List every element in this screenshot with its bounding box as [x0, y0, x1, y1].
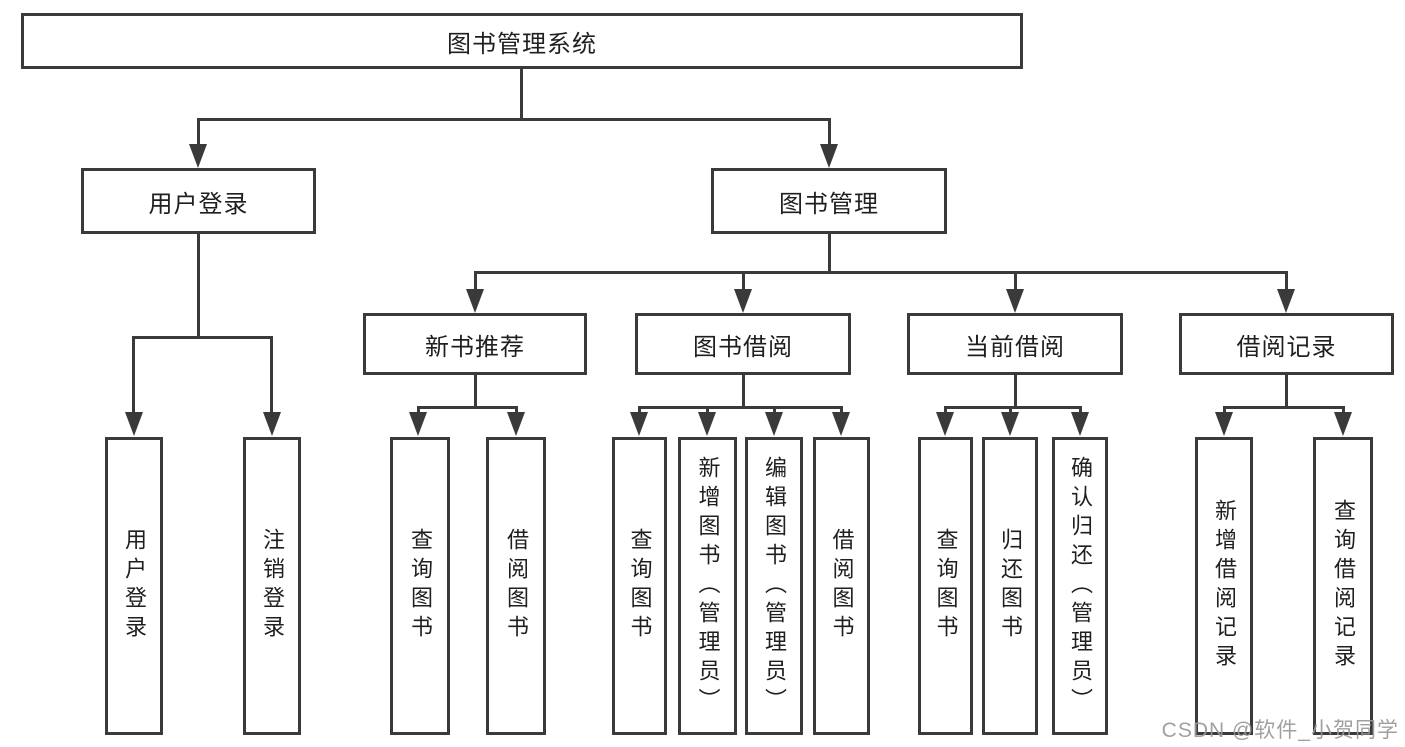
connector-stem-leaf — [638, 406, 641, 416]
connector-stem-current-borrow — [1014, 271, 1017, 291]
node-borrow-record: 借阅记录 — [1179, 313, 1394, 375]
connector-bus-level3 — [474, 271, 1288, 274]
node-new-book-recommend: 新书推荐 — [363, 313, 587, 375]
node-book-borrow: 图书借阅 — [635, 313, 851, 375]
leaf-query-borrow-record: 查询借阅记录 — [1313, 437, 1373, 735]
connector-userlogin-drop — [197, 234, 200, 336]
leaf-edit-book-admin: 编辑图书（管理员） — [745, 437, 803, 735]
connector-bus-book-borrow — [638, 406, 843, 409]
connector-stem-user-login — [197, 118, 200, 148]
connector-stem-leaf — [1009, 406, 1012, 416]
connector-bus-level2 — [197, 118, 831, 121]
connector-bus-current-borrow — [944, 406, 1082, 409]
leaf-confirm-return-admin: 确认归还（管理员） — [1052, 437, 1108, 735]
arrowhead-leaf — [1215, 412, 1233, 436]
connector-stub-new-book — [474, 375, 477, 409]
leaf-user-login: 用户登录 — [105, 437, 163, 735]
arrowhead-leaf-login — [125, 412, 143, 436]
node-user-login: 用户登录 — [81, 168, 316, 234]
arrowhead-leaf-logout — [263, 412, 281, 436]
arrowhead-current-borrow — [1006, 289, 1024, 313]
connector-stem-leaf-login — [132, 336, 135, 414]
arrowhead-user-login — [189, 144, 207, 168]
node-root: 图书管理系统 — [21, 13, 1023, 69]
node-root-label: 图书管理系统 — [447, 30, 597, 58]
connector-stub-current-borrow — [1014, 375, 1017, 409]
node-borrow-record-label: 借阅记录 — [1236, 333, 1337, 361]
arrowhead-leaf — [1001, 412, 1019, 436]
connector-root-drop — [520, 69, 523, 120]
leaf-borrow-book-recommend: 借阅图书 — [486, 437, 546, 735]
connector-stem-borrow-record — [1285, 271, 1288, 291]
node-book-management-label: 图书管理 — [779, 190, 879, 218]
connector-stem-leaf — [944, 406, 947, 416]
leaf-query-book-current: 查询图书 — [918, 437, 973, 735]
leaf-logout: 注销登录 — [243, 437, 301, 735]
arrowhead-book-mgmt — [820, 144, 838, 168]
connector-bus-borrow-record — [1223, 406, 1345, 409]
arrowhead-leaf — [507, 412, 525, 436]
node-current-borrow-label: 当前借阅 — [965, 333, 1065, 361]
arrowhead-leaf — [765, 412, 783, 436]
connector-bus-userlogin — [132, 336, 273, 339]
connector-stem-leaf — [515, 406, 518, 416]
csdn-watermark: CSDN @软件_小贺同学 — [1161, 719, 1399, 742]
leaf-query-book-borrow: 查询图书 — [612, 437, 667, 735]
arrowhead-borrow-record — [1277, 289, 1295, 313]
connector-stub-book-borrow — [742, 375, 745, 409]
connector-stem-new-book — [474, 271, 477, 291]
connector-stem-leaf — [1223, 406, 1226, 416]
connector-stem-book-borrow — [742, 271, 745, 291]
node-book-borrow-label: 图书借阅 — [693, 333, 793, 361]
leaf-return-book: 归还图书 — [982, 437, 1038, 735]
arrowhead-leaf — [1334, 412, 1352, 436]
node-user-login-label: 用户登录 — [148, 190, 249, 218]
node-current-borrow: 当前借阅 — [907, 313, 1123, 375]
node-book-management: 图书管理 — [711, 168, 947, 234]
connector-stem-leaf-logout — [270, 336, 273, 414]
connector-stem-leaf — [1079, 406, 1082, 416]
arrowhead-leaf — [630, 412, 648, 436]
arrowhead-book-borrow — [734, 289, 752, 313]
arrowhead-leaf — [698, 412, 716, 436]
connector-stem-leaf — [417, 406, 420, 416]
arrowhead-leaf — [1071, 412, 1089, 436]
arrowhead-leaf — [409, 412, 427, 436]
connector-stem-leaf — [706, 406, 709, 416]
connector-stem-leaf — [1342, 406, 1345, 416]
connector-stem-book-mgmt — [828, 118, 831, 148]
connector-stem-leaf — [773, 406, 776, 416]
node-new-book-recommend-label: 新书推荐 — [425, 333, 525, 361]
leaf-borrow-book: 借阅图书 — [813, 437, 870, 735]
connector-bus-new-book — [417, 406, 518, 409]
leaf-query-book-recommend: 查询图书 — [390, 437, 450, 735]
arrowhead-leaf — [832, 412, 850, 436]
connector-stem-leaf — [840, 406, 843, 416]
connector-bookmgmt-drop — [828, 234, 831, 273]
arrowhead-leaf — [936, 412, 954, 436]
arrowhead-new-book — [466, 289, 484, 313]
leaf-add-book-admin: 新增图书（管理员） — [678, 437, 737, 735]
connector-stub-borrow-record — [1285, 375, 1288, 409]
leaf-add-borrow-record: 新增借阅记录 — [1195, 437, 1253, 735]
